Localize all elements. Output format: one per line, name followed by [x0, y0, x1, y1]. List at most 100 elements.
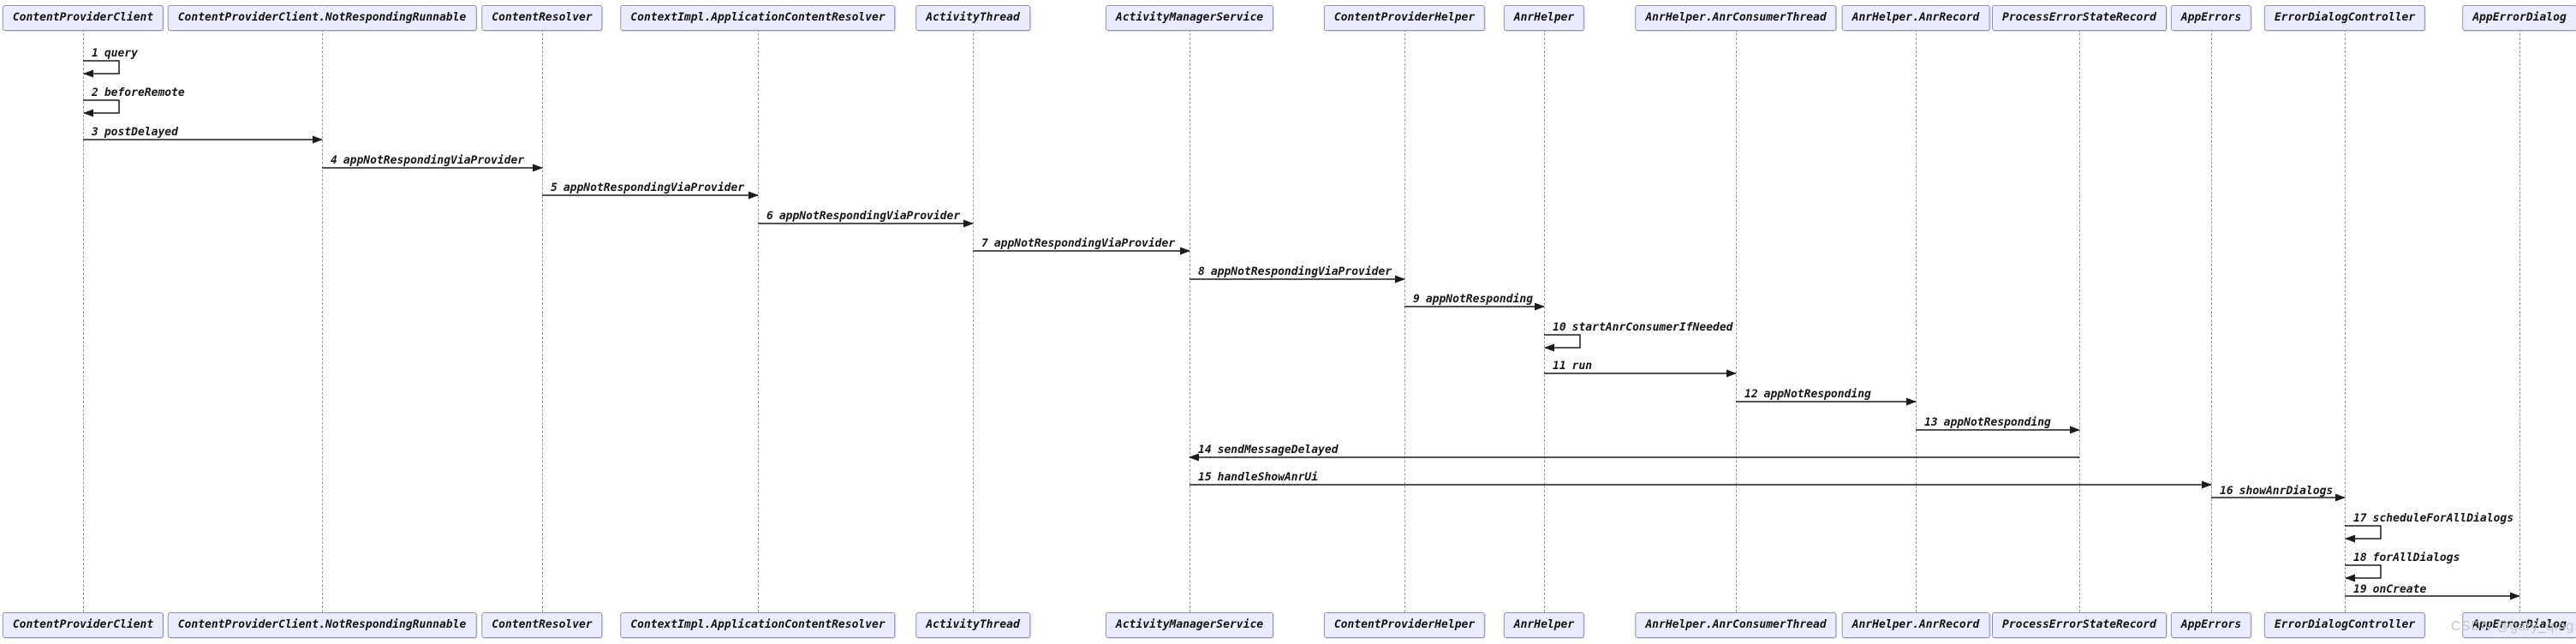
- lifeline-AnrHelper.AnrConsumerThread: [1735, 29, 1737, 612]
- message-number: 13: [1924, 416, 1938, 429]
- participant-bottom-ErrorDialogController: ErrorDialogController: [2263, 612, 2426, 638]
- message-label-12: 12 appNotResponding: [1744, 389, 1871, 401]
- message-method-name: sendMessageDelayed: [1217, 444, 1339, 456]
- message-method-name: appNotResponding: [1425, 293, 1534, 306]
- participant-top-AnrHelper.AnrRecord: AnrHelper.AnrRecord: [1841, 5, 1990, 31]
- message-method-name: appNotRespondingViaProvider: [993, 237, 1176, 250]
- lifeline-ProcessErrorStateRecord: [2078, 29, 2080, 612]
- message-method-name: appNotResponding: [1763, 388, 1871, 401]
- lifeline-ContentProviderClient: [82, 29, 84, 612]
- lifeline-ContentResolver: [541, 29, 543, 612]
- lifeline-AppErrorDialog: [2519, 29, 2520, 612]
- message-number: 3: [92, 126, 98, 139]
- participant-top-ErrorDialogController: ErrorDialogController: [2263, 5, 2426, 31]
- message-method-name: startAnrConsumerIfNeeded: [1571, 321, 1733, 334]
- participant-bottom-ContentProviderClient.NotRespondingRunnable: ContentProviderClient.NotRespondingRunna…: [167, 612, 477, 638]
- message-number: 16: [2220, 485, 2233, 498]
- lifeline-ContextImpl.ApplicationContentResolver: [757, 29, 759, 612]
- message-number: 4: [331, 154, 337, 167]
- message-label-15: 15 handleShowAnrUi: [1198, 472, 1318, 484]
- message-method-name: query: [104, 47, 138, 60]
- message-arrow-2: [83, 99, 120, 117]
- message-label-10: 10 startAnrConsumerIfNeeded: [1553, 322, 1733, 334]
- message-label-3: 3 postDelayed: [92, 127, 178, 139]
- message-method-name: appNotRespondingViaProvider: [1210, 265, 1392, 278]
- message-arrow-10: [1544, 334, 1581, 352]
- participant-bottom-ProcessErrorStateRecord: ProcessErrorStateRecord: [1991, 612, 2168, 638]
- participant-top-ContextImpl.ApplicationContentResolver: ContextImpl.ApplicationContentResolver: [620, 5, 896, 31]
- participant-bottom-AnrHelper.AnrConsumerThread: AnrHelper.AnrConsumerThread: [1635, 612, 1837, 638]
- message-method-name: postDelayed: [104, 126, 178, 139]
- participant-bottom-ContentResolver: ContentResolver: [481, 612, 603, 638]
- message-number: 7: [981, 237, 988, 250]
- message-method-name: run: [1571, 360, 1593, 373]
- message-label-16: 16 showAnrDialogs: [2220, 486, 2333, 498]
- message-number: 14: [1198, 444, 1212, 456]
- lifeline-ErrorDialogController: [2344, 29, 2346, 612]
- message-number: 19: [2353, 583, 2367, 596]
- message-label-8: 8 appNotRespondingViaProvider: [1198, 266, 1392, 278]
- lifeline-AppErrors: [2210, 29, 2212, 612]
- message-label-13: 13 appNotResponding: [1924, 417, 2051, 429]
- message-number: 12: [1744, 388, 1758, 401]
- message-label-5: 5 appNotRespondingViaProvider: [551, 182, 744, 194]
- message-method-name: appNotRespondingViaProvider: [563, 182, 745, 194]
- message-method-name: forAllDialogs: [2372, 552, 2460, 564]
- message-number: 11: [1553, 360, 1566, 373]
- participant-bottom-ActivityManagerService: ActivityManagerService: [1105, 612, 1274, 638]
- participant-top-ContentProviderHelper: ContentProviderHelper: [1323, 5, 1486, 31]
- message-method-name: beforeRemote: [104, 86, 185, 99]
- message-label-4: 4 appNotRespondingViaProvider: [331, 155, 524, 167]
- message-number: 2: [92, 86, 98, 99]
- message-number: 8: [1198, 265, 1205, 278]
- message-label-11: 11 run: [1553, 361, 1592, 373]
- message-label-14: 14 sendMessageDelayed: [1198, 444, 1339, 456]
- message-number: 15: [1198, 471, 1212, 484]
- message-label-18: 18 forAllDialogs: [2353, 552, 2460, 564]
- message-method-name: appNotRespondingViaProvider: [343, 154, 525, 167]
- participant-top-ActivityThread: ActivityThread: [915, 5, 1030, 31]
- participant-top-ContentResolver: ContentResolver: [481, 5, 603, 31]
- participant-bottom-AnrHelper.AnrRecord: AnrHelper.AnrRecord: [1841, 612, 1990, 638]
- message-arrow-17: [2345, 525, 2382, 543]
- message-label-7: 7 appNotRespondingViaProvider: [981, 238, 1175, 250]
- message-arrow-18: [2345, 564, 2382, 582]
- participant-top-AppErrors: AppErrors: [2170, 5, 2252, 31]
- participant-top-AnrHelper: AnrHelper: [1503, 5, 1585, 31]
- lifeline-ContentProviderHelper: [1404, 29, 1405, 612]
- participant-bottom-ActivityThread: ActivityThread: [915, 612, 1030, 638]
- participant-bottom-AppErrors: AppErrors: [2170, 612, 2252, 638]
- participant-top-ProcessErrorStateRecord: ProcessErrorStateRecord: [1991, 5, 2168, 31]
- message-method-name: handleShowAnrUi: [1217, 471, 1319, 484]
- lifeline-ActivityThread: [972, 29, 974, 612]
- message-label-19: 19 onCreate: [2353, 584, 2426, 596]
- participant-bottom-AnrHelper: AnrHelper: [1503, 612, 1585, 638]
- watermark: CSDN @gary_qing: [2451, 619, 2574, 634]
- message-label-2: 2 beforeRemote: [92, 87, 185, 99]
- participant-top-ContentProviderClient.NotRespondingRunnable: ContentProviderClient.NotRespondingRunna…: [167, 5, 477, 31]
- message-number: 18: [2353, 552, 2367, 564]
- participant-bottom-ContextImpl.ApplicationContentResolver: ContextImpl.ApplicationContentResolver: [620, 612, 896, 638]
- participant-top-ContentProviderClient: ContentProviderClient: [2, 5, 164, 31]
- lifeline-AnrHelper: [1543, 29, 1545, 612]
- lifeline-AnrHelper.AnrRecord: [1915, 29, 1917, 612]
- message-method-name: showAnrDialogs: [2239, 485, 2334, 498]
- message-method-name: appNotResponding: [1943, 416, 2051, 429]
- message-method-name: onCreate: [2372, 583, 2427, 596]
- message-number: 17: [2353, 512, 2367, 525]
- message-number: 5: [551, 182, 558, 194]
- message-arrow-1: [83, 60, 120, 78]
- lifeline-ContentProviderClient.NotRespondingRunnable: [321, 29, 323, 612]
- participant-top-AppErrorDialog: AppErrorDialog: [2462, 5, 2576, 31]
- participant-top-AnrHelper.AnrConsumerThread: AnrHelper.AnrConsumerThread: [1635, 5, 1837, 31]
- message-number: 10: [1553, 321, 1566, 334]
- participant-bottom-AppErrorDialog: AppErrorDialog: [2462, 612, 2576, 638]
- participant-bottom-ContentProviderClient: ContentProviderClient: [2, 612, 164, 638]
- participant-bottom-ContentProviderHelper: ContentProviderHelper: [1323, 612, 1486, 638]
